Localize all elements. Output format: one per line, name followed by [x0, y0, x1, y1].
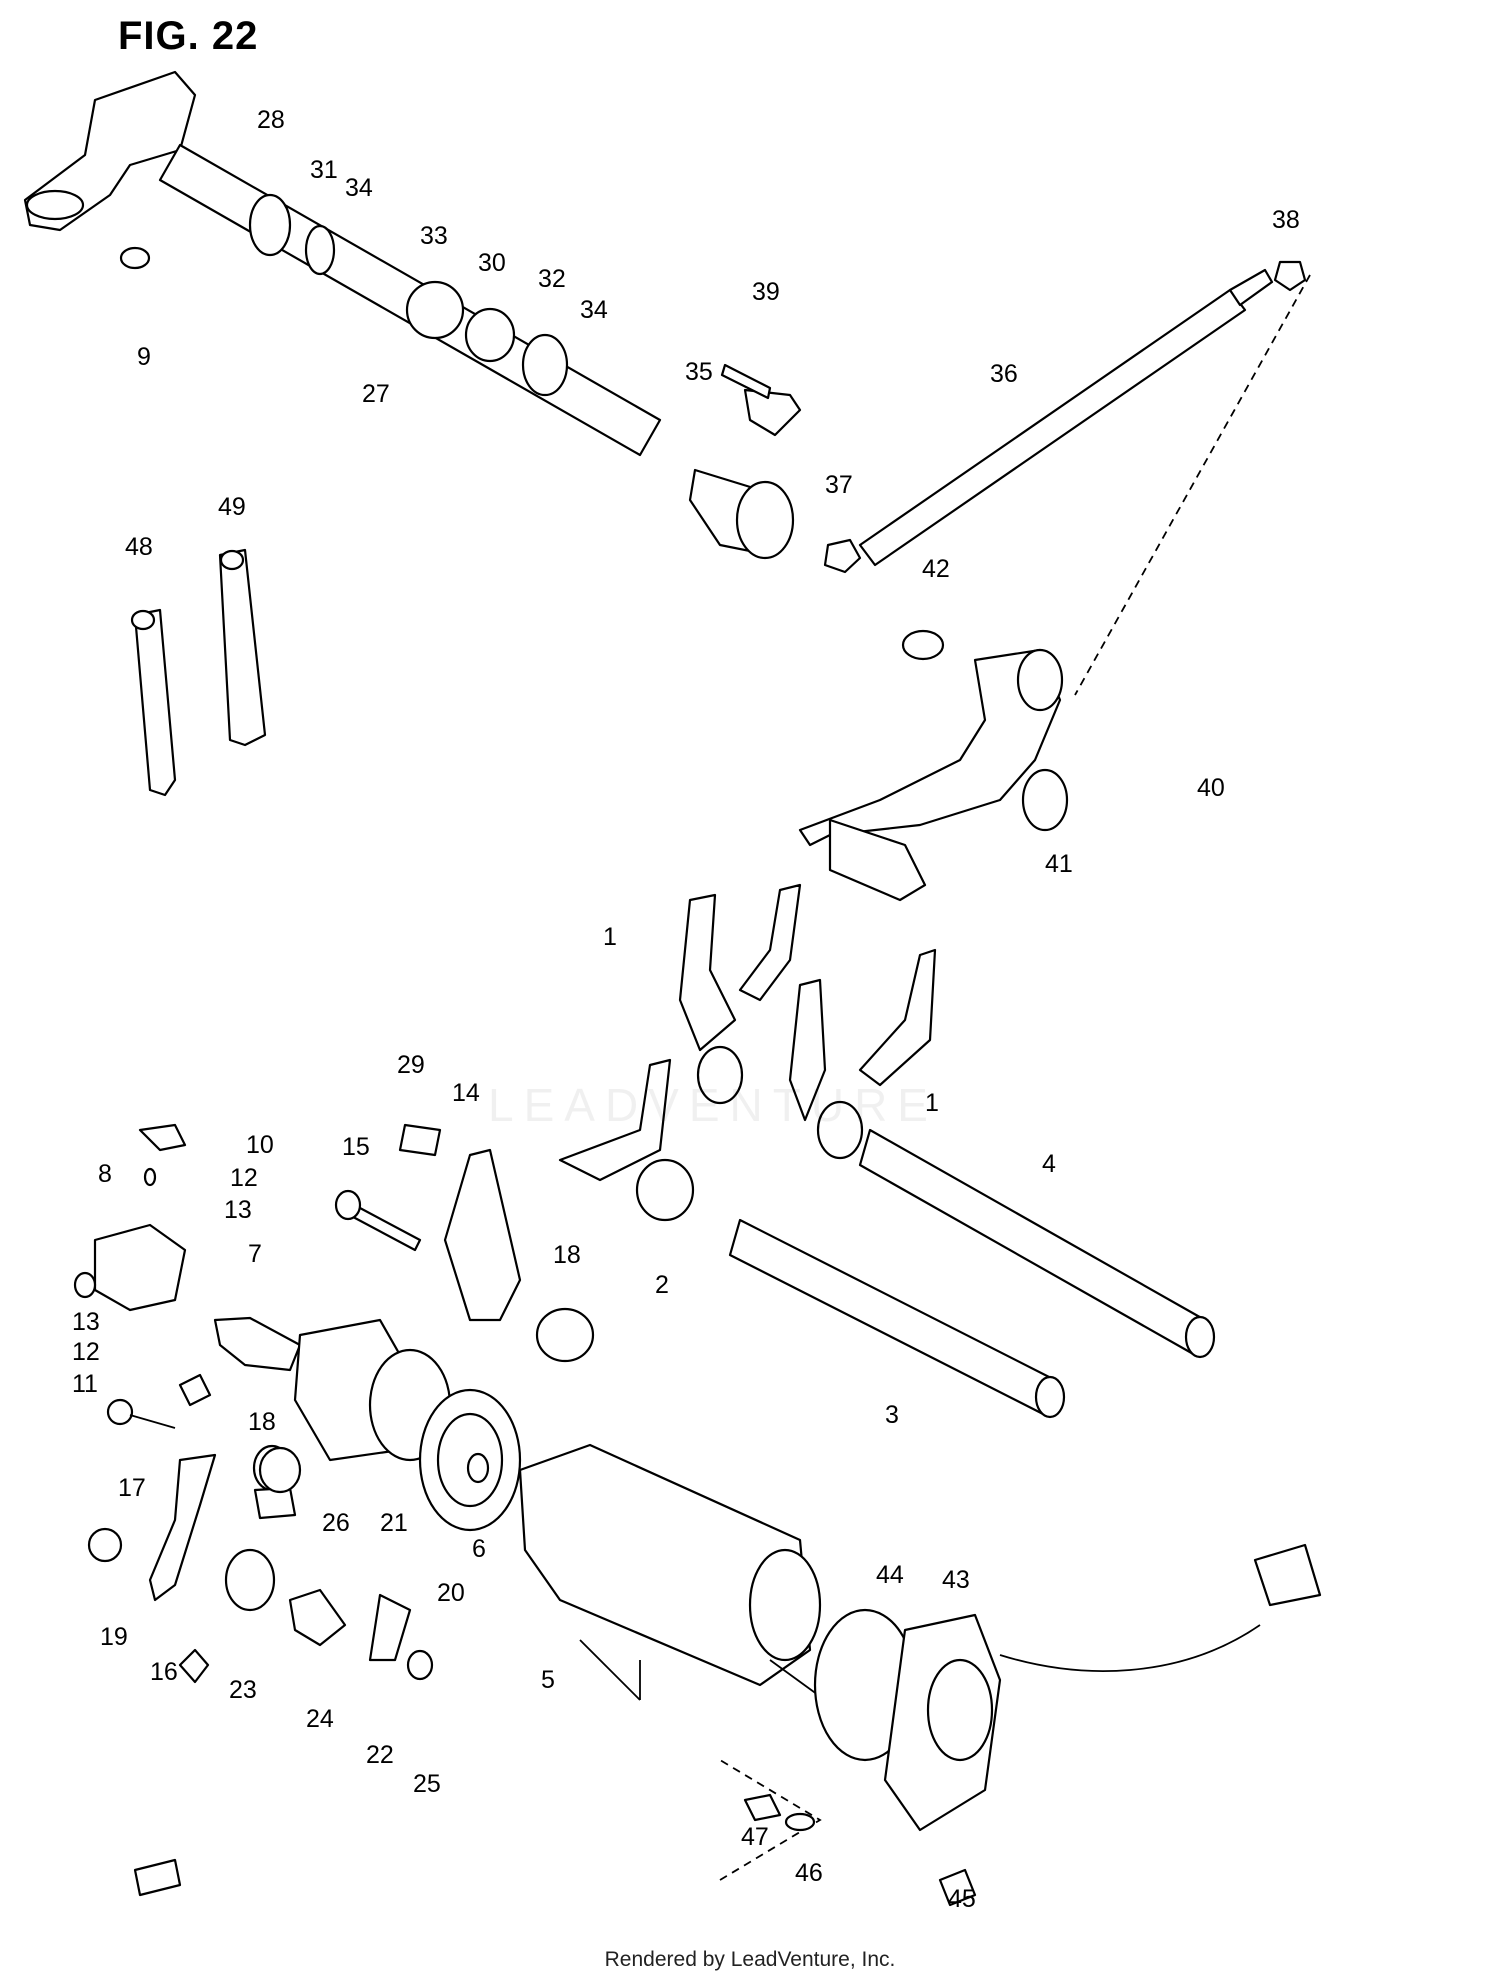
callout-41: 41: [1045, 850, 1073, 878]
callout-39: 39: [752, 278, 780, 306]
callout-18b: 18: [248, 1408, 276, 1436]
callout-24: 24: [306, 1705, 334, 1733]
callout-21: 21: [380, 1509, 408, 1537]
callout-32: 32: [538, 265, 566, 293]
callout-12a: 12: [230, 1164, 258, 1192]
callout-44: 44: [876, 1561, 904, 1589]
callout-18a: 18: [553, 1241, 581, 1269]
callout-20: 20: [437, 1579, 465, 1607]
callout-2: 2: [655, 1271, 669, 1299]
callout-9: 9: [137, 343, 151, 371]
callout-31: 31: [310, 156, 338, 184]
callout-11: 11: [72, 1370, 98, 1398]
shift-rod-group: [688, 260, 1311, 696]
orientation-icon: [133, 1858, 182, 1897]
shift-lever-group: [798, 629, 1069, 902]
shift-forks-group: [558, 883, 1216, 1419]
callout-1a: 1: [603, 923, 617, 951]
callout-13b: 13: [72, 1308, 100, 1336]
callout-37: 37: [825, 471, 853, 499]
shift-drum-group: [293, 1318, 826, 1881]
small-parts-group: [73, 1123, 434, 1684]
callout-12b: 12: [72, 1338, 100, 1366]
callout-3: 3: [885, 1401, 899, 1429]
callout-17: 17: [118, 1474, 146, 1502]
callout-4: 4: [1042, 1150, 1056, 1178]
callout-7: 7: [248, 1240, 262, 1268]
callout-26: 26: [322, 1509, 350, 1537]
callout-45: 45: [948, 1885, 976, 1913]
callout-10: 10: [246, 1131, 274, 1159]
callout-30: 30: [478, 249, 506, 277]
callout-27: 27: [362, 380, 390, 408]
callout-42: 42: [922, 555, 950, 583]
shift-shaft-group: [23, 70, 662, 457]
callout-5: 5: [541, 1666, 555, 1694]
callout-38: 38: [1272, 206, 1300, 234]
callout-6: 6: [472, 1535, 486, 1563]
sensor-group: [743, 1543, 1322, 1907]
callout-15: 15: [342, 1133, 370, 1161]
figure-title: FIG. 22: [118, 14, 259, 58]
plates-group: [130, 548, 267, 797]
render-credit: Rendered by LeadVenture, Inc.: [604, 1948, 896, 1971]
callout-34b: 34: [580, 296, 608, 324]
callout-23: 23: [229, 1676, 257, 1704]
callout-34: 34: [345, 174, 373, 202]
callout-29: 29: [397, 1051, 425, 1079]
callout-22: 22: [366, 1741, 394, 1769]
callout-43: 43: [942, 1566, 970, 1594]
callout-49: 49: [218, 493, 246, 521]
callout-47: 47: [741, 1823, 769, 1851]
callout-40: 40: [1197, 774, 1225, 802]
callout-16: 16: [150, 1658, 178, 1686]
callout-28: 28: [257, 106, 285, 134]
callout-8: 8: [98, 1160, 112, 1188]
watermark-text: LEADVENTURE: [488, 1079, 938, 1131]
callout-1b: 1: [925, 1089, 939, 1117]
callout-19: 19: [100, 1623, 128, 1651]
callout-14: 14: [452, 1079, 480, 1107]
callout-36: 36: [990, 360, 1018, 388]
callout-46: 46: [795, 1859, 823, 1887]
callout-35: 35: [685, 358, 713, 386]
callout-48: 48: [125, 533, 153, 561]
callout-13a: 13: [224, 1196, 252, 1224]
callout-25: 25: [413, 1770, 441, 1798]
mid-parts-group: [213, 1123, 595, 1494]
callout-33: 33: [420, 222, 448, 250]
